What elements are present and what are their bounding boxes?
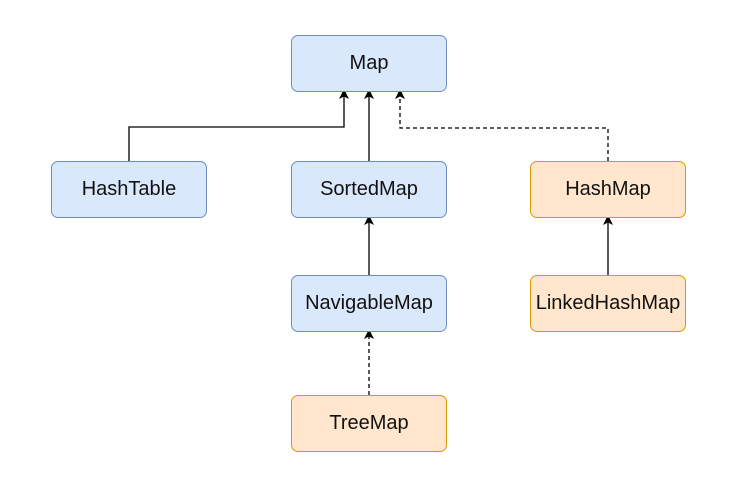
node-hashtable-label: HashTable (81, 178, 177, 200)
node-treemap-label: TreeMap (329, 412, 409, 434)
node-hashmap: HashMap (530, 161, 686, 218)
node-navigablemap: NavigableMap (291, 275, 447, 332)
node-navigablemap-label: NavigableMap (305, 292, 433, 314)
node-sortedmap-label: SortedMap (320, 178, 418, 200)
node-sortedmap: SortedMap (291, 161, 447, 218)
node-hashmap-label: HashMap (565, 178, 651, 200)
node-map: Map (291, 35, 447, 92)
edge-hashmap-to-map (395, 89, 609, 161)
node-treemap: TreeMap (291, 395, 447, 452)
node-hashtable: HashTable (51, 161, 207, 218)
node-linkedhashmap: LinkedHashMap (530, 275, 686, 332)
node-map-label: Map (349, 52, 389, 74)
edge-hashtable-to-map (128, 89, 349, 161)
node-linkedhashmap-label: LinkedHashMap (535, 292, 681, 314)
